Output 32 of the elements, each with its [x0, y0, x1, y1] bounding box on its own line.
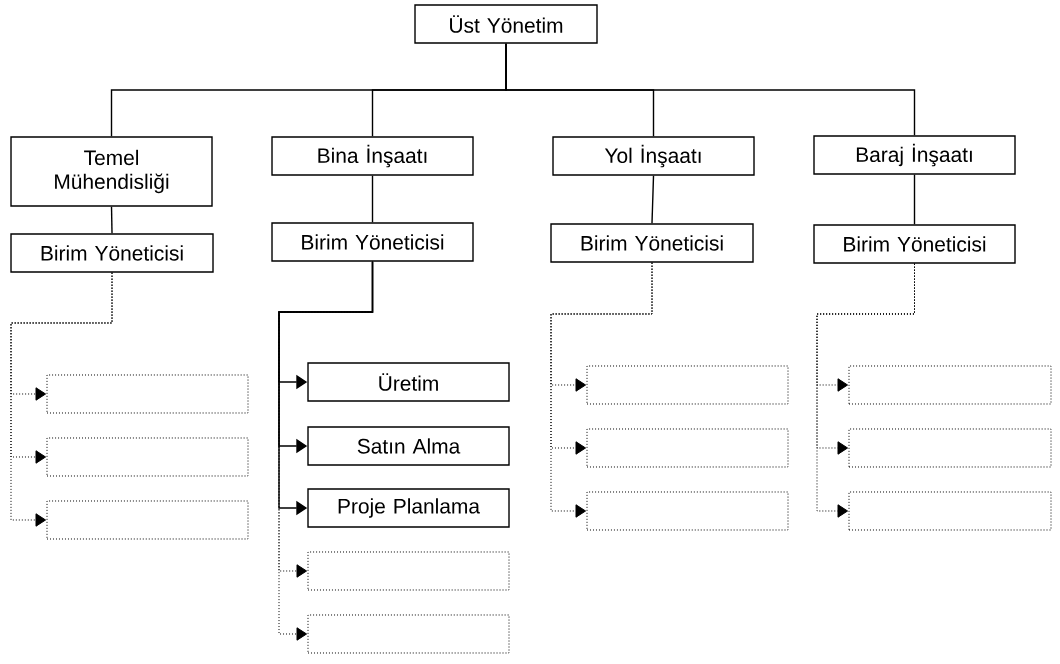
empty-box — [586, 428, 789, 468]
connector — [913, 174, 916, 225]
org-box: Birim Yöneticisi — [550, 223, 754, 263]
org-box: Üst Yönetim — [414, 4, 598, 44]
org-box: Bina İnşaatı — [271, 136, 474, 176]
org-box: Satın Alma — [307, 426, 510, 466]
empty-box — [848, 428, 1052, 468]
connector — [816, 263, 915, 518]
org-box: Baraj İnşaatı — [813, 135, 1016, 175]
connector — [651, 175, 655, 224]
empty-box — [46, 374, 249, 414]
empty-box — [848, 365, 1052, 405]
connector — [550, 262, 653, 518]
empty-box — [586, 365, 789, 405]
connector — [278, 261, 373, 641]
connector — [371, 175, 374, 223]
empty-box — [586, 491, 789, 531]
org-box: Yol İnşaatı — [552, 136, 755, 176]
org-box: Temel Mühendisliği — [10, 136, 213, 207]
org-box: Üretim — [307, 362, 510, 402]
empty-box — [46, 500, 249, 540]
org-box: Proje Planlama — [307, 488, 510, 528]
org-box: Birim Yöneticisi — [271, 222, 474, 262]
connector — [10, 272, 113, 527]
connector — [110, 206, 113, 234]
org-box: Birim Yöneticisi — [10, 233, 214, 273]
connector — [505, 43, 916, 136]
org-box: Birim Yöneticisi — [813, 224, 1016, 264]
empty-box — [46, 437, 249, 477]
empty-box — [307, 551, 510, 591]
empty-box — [307, 614, 510, 654]
empty-box — [848, 491, 1052, 531]
